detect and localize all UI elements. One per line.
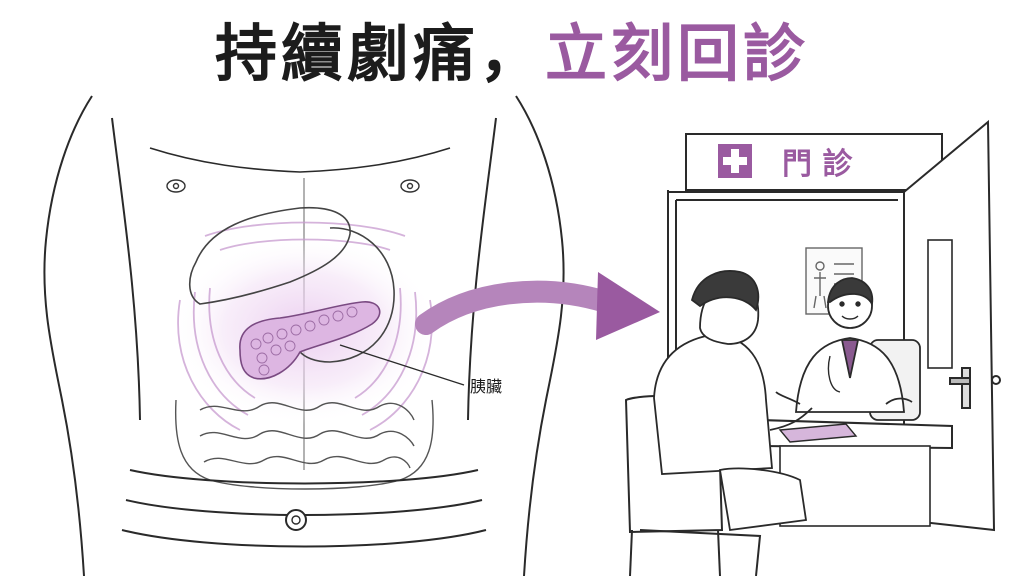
- doctor: [775, 277, 921, 421]
- pancreas-label: 胰臟: [470, 377, 502, 396]
- headline-pain-text: 持續劇痛，: [214, 17, 545, 90]
- patient: [653, 270, 813, 532]
- clipboard: [778, 423, 858, 443]
- intestines: [174, 399, 434, 490]
- right-arrow-icon: [415, 272, 660, 340]
- pancreas: [239, 301, 381, 380]
- torso-outline: [43, 95, 565, 576]
- clinic-sign-text: 門 診: [782, 147, 853, 182]
- headline: 持續劇痛，立刻回診: [0, 14, 1024, 94]
- nipple-right: [400, 179, 420, 193]
- button-icon: [285, 509, 307, 531]
- waistband: [121, 469, 487, 548]
- nipple-left: [166, 179, 186, 193]
- pain-rings: [177, 221, 433, 431]
- pancreas-callout-line: [339, 344, 465, 386]
- door-handle-icon: [949, 367, 1001, 409]
- headline-return-text: 立刻回診: [545, 17, 810, 90]
- liver: [188, 206, 351, 305]
- clinic-sign: 門 診: [685, 133, 943, 191]
- medical-cross-icon: [718, 144, 752, 178]
- stomach: [293, 227, 395, 363]
